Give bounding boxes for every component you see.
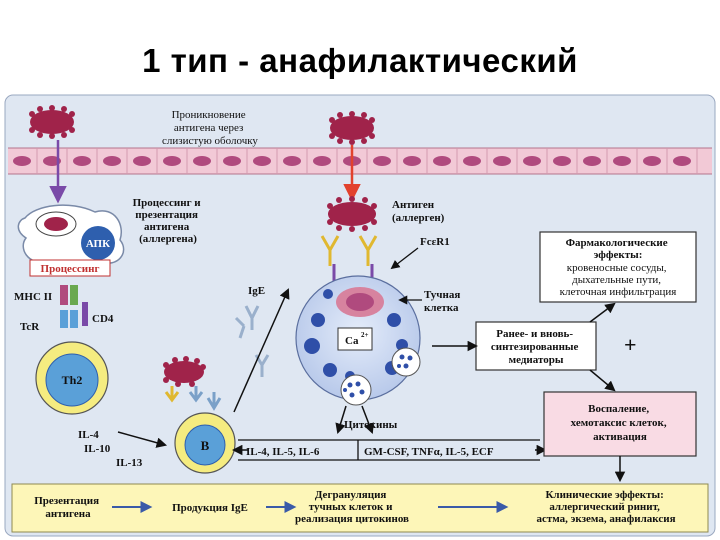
antigen-top-right xyxy=(329,111,375,145)
il-left: IL-4, IL-5, IL-6 xyxy=(246,446,320,458)
membrane-cell-nucleus xyxy=(283,156,301,166)
antigen-allergen-label: Антиген (аллерген) xyxy=(392,199,445,224)
apc-label: АПК xyxy=(86,238,110,250)
membrane-cell-nucleus xyxy=(373,156,391,166)
processing-box xyxy=(29,259,111,277)
membrane-cell-nucleus xyxy=(223,156,241,166)
mhc2-label: MHC II xyxy=(14,291,52,303)
th2-cell: Th2 xyxy=(35,341,109,415)
membrane-cell-nucleus xyxy=(523,156,541,166)
membrane-cell-nucleus xyxy=(553,156,571,166)
processing-label: Процессинг xyxy=(41,263,100,275)
b-cell: B xyxy=(174,412,236,474)
mhc2-molecule xyxy=(60,285,68,305)
membrane-cell-nucleus xyxy=(103,156,121,166)
flow-step-4: Клинические эффекты: аллергический ринит… xyxy=(536,489,675,525)
inflammation-box: Воспаление, хемотаксис клеток, активация xyxy=(543,391,697,457)
apc-cell: АПК xyxy=(17,204,125,272)
membrane-cell-nucleus xyxy=(673,156,691,166)
flow-step-1: Презентация антигена xyxy=(34,495,102,520)
bottom-flow: Презентация антигена Продукция IgE Дегра… xyxy=(11,483,709,533)
ige-label: IgE xyxy=(248,285,265,297)
membrane-cell-nucleus xyxy=(463,156,481,166)
membrane-cell-nucleus xyxy=(613,156,631,166)
membrane-cell-nucleus xyxy=(43,156,61,166)
cd4-molecule xyxy=(82,302,88,326)
membrane-cell-nucleus xyxy=(313,156,331,166)
membrane-cell-nucleus xyxy=(433,156,451,166)
membrane-cell-nucleus xyxy=(163,156,181,166)
cd4-label: CD4 xyxy=(92,313,114,325)
th2-cytokines: IL-4 IL-10 IL-13 xyxy=(78,429,143,469)
penetration-label: Проникновение антигена через слизистую о… xyxy=(162,109,258,147)
antigen-peptide xyxy=(70,285,78,305)
antigen-top-left xyxy=(29,105,75,139)
fceri-label: FcεR1 xyxy=(420,236,450,248)
degranulation-vesicles xyxy=(340,347,421,406)
membrane-cell-nucleus xyxy=(133,156,151,166)
calcium-label: Ca xyxy=(345,335,359,347)
membrane-cell-nucleus xyxy=(253,156,271,166)
mast-cell: Ca 2+ xyxy=(295,275,421,401)
flow-step-3: Дегрануляция тучных клеток и реализация … xyxy=(295,489,409,525)
svg-text:кровеносные сосуды, дыха: кровеносные сосуды, дыхательные пути, кл… xyxy=(560,262,677,298)
svg-text:Th2: Th2 xyxy=(62,373,83,387)
processing-presentation-label: Процессинг и презентация антигена (аллер… xyxy=(133,197,204,245)
membrane-cell-nucleus xyxy=(193,156,211,166)
membrane-cell-nucleus xyxy=(583,156,601,166)
membrane-cell-nucleus xyxy=(643,156,661,166)
membrane-cell-nucleus xyxy=(403,156,421,166)
plus-sign: + xyxy=(624,332,637,357)
cytokine-bar: IL-4, IL-5, IL-6 GM-CSF, TNFα, IL-5, ECF xyxy=(238,439,540,461)
antigen-on-b-cell xyxy=(163,356,222,411)
membrane-cell-nucleus xyxy=(73,156,91,166)
pharmacological-effects-box: Фармакологические эффекты: кровеносные с… xyxy=(539,231,697,303)
membrane-cell-nucleus xyxy=(13,156,31,166)
svg-text:Воспаление, хемотаксис к: Воспаление, хемотаксис клеток, активация xyxy=(571,403,670,443)
svg-text:B: B xyxy=(201,438,210,453)
mucosa-membrane xyxy=(8,147,712,175)
slide-title: 1 тип - анафилактический xyxy=(142,42,578,79)
tcr-label: TcR xyxy=(20,321,40,333)
membrane-cell-nucleus xyxy=(493,156,511,166)
tcr-molecule xyxy=(60,310,68,328)
il-right: GM-CSF, TNFα, IL-5, ECF xyxy=(364,446,494,458)
mediators-box: Ранее- и вновь- синтезированные медиатор… xyxy=(475,321,597,371)
svg-text:2+: 2+ xyxy=(361,331,369,339)
svg-text:Ранее- и вновь- синтезир: Ранее- и вновь- синтезированные медиатор… xyxy=(491,328,581,366)
flow-step-2: Продукция IgE xyxy=(172,502,248,514)
svg-text:Фармакологические эффект: Фармакологические эффекты: xyxy=(566,237,671,261)
mast-cell-label: Тучная клетка xyxy=(424,289,463,314)
antigen-allergen xyxy=(327,196,377,232)
